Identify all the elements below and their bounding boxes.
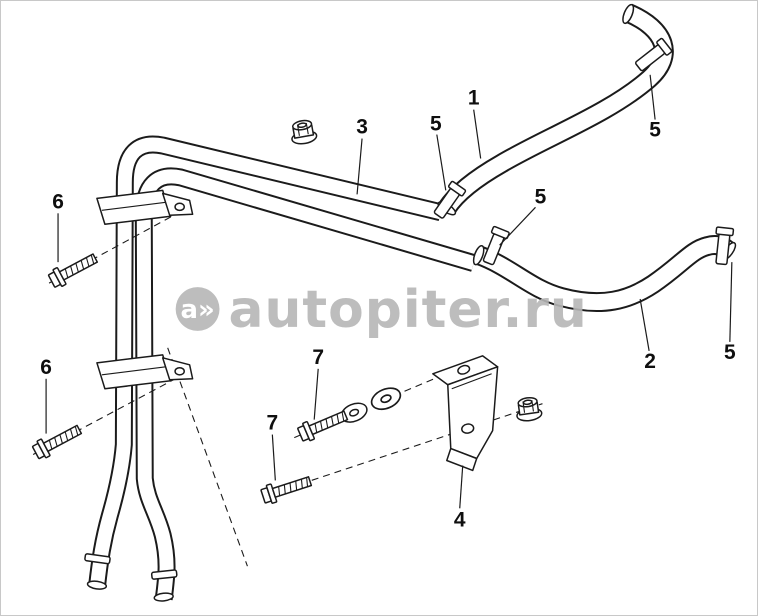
callout-6-lower: 6: [40, 356, 52, 379]
leader-1: [473, 109, 482, 159]
pipe-bracket-lower: [96, 354, 194, 390]
callout-7-lower: 7: [267, 412, 279, 435]
hose-part-1: [437, 3, 674, 216]
callout-5-upper-joint: 5: [430, 113, 442, 136]
bolt-6-upper: [46, 248, 101, 291]
watermark: a» autopiter.ru: [175, 280, 587, 340]
bolt-6-lower: [30, 420, 85, 462]
watermark-text: autopiter.ru: [228, 280, 587, 340]
washer-large: [367, 383, 405, 415]
bracket-hole-bottom: [461, 423, 475, 434]
construction-line: [167, 347, 248, 567]
hose-2-end-left: [472, 244, 485, 266]
bolt-axis-7-lower: [266, 403, 543, 496]
watermark-logo-glyph: a»: [180, 295, 214, 325]
leader-5-upper-joint: [436, 134, 447, 191]
callout-5-lower-joint: 5: [535, 185, 547, 208]
leader-5-top: [649, 74, 656, 120]
callout-5-top: 5: [649, 119, 661, 142]
outlet-end-right: [153, 592, 174, 602]
pipe-bracket-upper: [96, 189, 194, 226]
leader-3: [356, 138, 363, 195]
callout-6-upper: 6: [52, 190, 64, 213]
flange-nut-right: [513, 395, 544, 423]
outlet-end-left: [86, 580, 108, 590]
mounting-bracket-part-4: [432, 355, 499, 472]
pipe-rear-fill: [136, 169, 476, 600]
bolt-7-lower: [259, 471, 314, 507]
outlet-flange-ring-left: [84, 553, 111, 565]
leader-5-lower-joint: [499, 206, 536, 246]
pipe-rear-outline: [134, 167, 477, 601]
leader-2: [639, 298, 650, 351]
bracket-bottom-lip: [446, 447, 478, 472]
callout-5-right: 5: [724, 341, 736, 364]
callout-4: 4: [454, 508, 466, 531]
bracket-hole-top: [457, 364, 471, 375]
hose-1-fill: [440, 5, 672, 213]
callout-2: 2: [644, 350, 656, 373]
bolt-7-upper: [295, 405, 351, 445]
leader-7-lower: [271, 434, 276, 481]
callouts: 1 2 3 4 5 5 5 5 6 6 7 7: [40, 87, 736, 532]
hose-2-fill: [475, 237, 735, 311]
leader-lines: [45, 74, 733, 509]
callout-1: 1: [468, 87, 480, 110]
leader-4: [459, 465, 464, 509]
watermark-logo-disc: [175, 287, 220, 331]
hose-1-end-top: [622, 3, 635, 25]
leader-7-upper: [313, 368, 319, 420]
bracket-front-face: [447, 366, 499, 460]
pipe-assembly-part-3: [84, 135, 477, 602]
bracket-fold-line: [451, 373, 492, 390]
pipe-front-fill: [89, 137, 443, 588]
callout-3: 3: [356, 116, 368, 139]
callout-7-upper: 7: [312, 346, 324, 369]
flange-nut-top: [288, 117, 319, 147]
leader-5-right: [729, 262, 733, 342]
outlet-flange-ring-right: [150, 569, 178, 580]
